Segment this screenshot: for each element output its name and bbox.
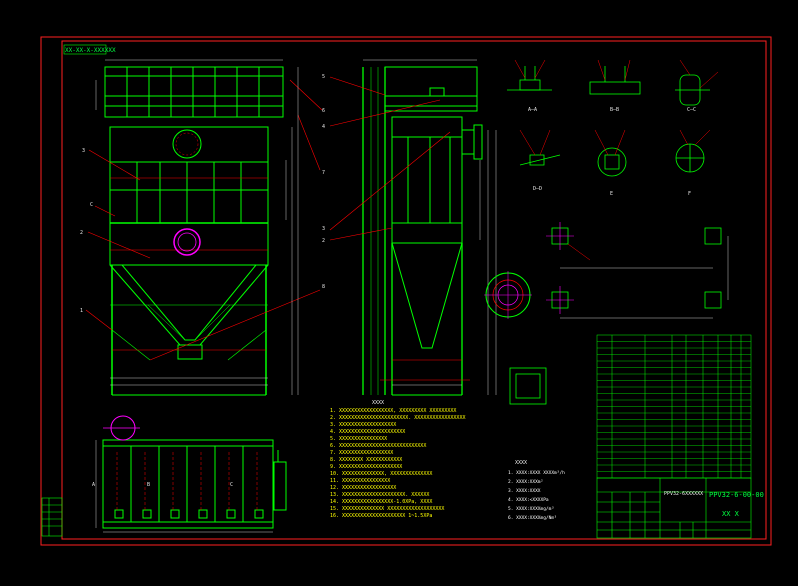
svg-text:5. XXXXXXXXXXXXXXXX: 5. XXXXXXXXXXXXXXXX [330, 436, 387, 442]
svg-text:C—C: C—C [687, 107, 696, 113]
front-dimensions [95, 59, 299, 395]
svg-text:4. XXXX:<XXXXPa: 4. XXXX:<XXXXPa [508, 497, 549, 503]
technical-notes: XXXX 1. XXXXXXXXXXXXXXXXXX, XXXXXXXXX XX… [330, 400, 465, 519]
svg-text:E: E [610, 191, 613, 197]
svg-text:C: C [90, 202, 93, 208]
svg-text:XXXX: XXXX [515, 460, 527, 466]
svg-text:16. XXXXXXXXXXXXXXXXXXXXX 1~1.: 16. XXXXXXXXXXXXXXXXXXXXX 1~1.5XPa [330, 513, 432, 519]
side-dimensions [363, 59, 497, 395]
svg-text:3: 3 [82, 148, 85, 154]
svg-text:5. XXXX:XXXXmg/m³: 5. XXXX:XXXXmg/m³ [508, 506, 554, 512]
svg-text:9. XXXXXXXXXXXXXXXXXXXXX: 9. XXXXXXXXXXXXXXXXXXXXX [330, 464, 402, 470]
svg-text:7. XXXXXXXXXXXXXXXXXX: 7. XXXXXXXXXXXXXXXXXX [330, 450, 393, 456]
svg-text:6. XXXXXXXXXXXXXXXXXXXXXXXXXXX: 6. XXXXXXXXXXXXXXXXXXXXXXXXXXXXX [330, 443, 426, 449]
inspection-port [172, 129, 202, 159]
square-detail [509, 367, 547, 405]
svg-text:6. XXXX:XXXXmg/Nm³: 6. XXXX:XXXXmg/Nm³ [508, 515, 557, 521]
svg-text:3. XXXXXXXXXXXXXXXXXXX: 3. XXXXXXXXXXXXXXXXXXX [330, 422, 396, 428]
svg-text:XXXX: XXXX [372, 400, 384, 406]
title-cn: XX X [722, 510, 740, 518]
inlet-port [173, 228, 201, 256]
svg-text:7: 7 [322, 170, 325, 176]
flange-detail [484, 271, 532, 319]
svg-text:12. XXXXXXXXXXXXXXXXXX: 12. XXXXXXXXXXXXXXXXXX [330, 485, 396, 491]
outer-frame [40, 36, 772, 546]
svg-text:A: A [92, 482, 95, 488]
plan-labels: A B C [92, 482, 233, 488]
svg-text:C: C [230, 482, 233, 488]
svg-text:10. XXXXXXXXXXXXXX, XXXXXXXXXX: 10. XXXXXXXXXXXXXX, XXXXXXXXXXXXXX [330, 471, 432, 477]
svg-text:5: 5 [322, 74, 325, 80]
svg-text:14. XXXXXXXXXXXXXXXXX-1.0XPa,: 14. XXXXXXXXXXXXXXXXX-1.0XPa, XXXX [330, 499, 432, 505]
section-labels: A—A B—B C—C D—D E F [528, 107, 696, 197]
front-leaders [85, 79, 323, 361]
drawing-number: PPV32-6-00-00 [709, 491, 764, 499]
svg-text:15. XXXXXXXXXXXXXX XXXXXXXXXXX: 15. XXXXXXXXXXXXXX XXXXXXXXXXXXXXXXXXX [330, 506, 444, 512]
header-label: XX-XX-X-XXXXXX [65, 47, 116, 54]
svg-text:3: 3 [322, 226, 325, 232]
plan-view [102, 439, 287, 529]
side-elevation [362, 66, 483, 396]
section-leaders [514, 59, 719, 156]
svg-text:A—A: A—A [528, 107, 537, 113]
side-leaders [329, 76, 470, 381]
svg-text:2: 2 [80, 230, 83, 236]
side-callouts: 5 4 3 2 [322, 74, 325, 244]
svg-text:1. XXXX:XXXX XXXXm³/h: 1. XXXX:XXXX XXXXm³/h [508, 470, 565, 476]
front-elevation [104, 66, 284, 396]
drawing-name: PPV32-6XXXXXX [664, 491, 703, 497]
svg-text:8: 8 [322, 284, 325, 290]
svg-text:11. XXXXXXXXXXXXXXXX: 11. XXXXXXXXXXXXXXXX [330, 478, 390, 484]
revision-stamp [41, 497, 63, 537]
svg-text:2. XXXXXXXXXXXXXXXXXXXXXXX. XX: 2. XXXXXXXXXXXXXXXXXXXXXXX. XXXXXXXXXXXX… [330, 415, 465, 421]
svg-text:6: 6 [322, 108, 325, 114]
svg-text:2. XXXX:XXXm²: 2. XXXX:XXXm² [508, 479, 543, 485]
svg-text:1. XXXXXXXXXXXXXXXXXX, XXXXXXX: 1. XXXXXXXXXXXXXXXXXX, XXXXXXXXX XXXXXXX… [330, 408, 456, 414]
svg-text:D—D: D—D [533, 186, 542, 192]
parts-list-rows [597, 341, 751, 472]
plan-dimensions [95, 440, 273, 533]
svg-text:4: 4 [322, 124, 325, 130]
svg-text:13. XXXXXXXXXXXXXXXXXXXXX. XXX: 13. XXXXXXXXXXXXXXXXXXXXX. XXXXXX [330, 492, 429, 498]
title-block [596, 477, 752, 539]
section-details [507, 66, 710, 177]
svg-text:B—B: B—B [610, 107, 619, 113]
performance-specs: XXXX 1. XXXX:XXXX XXXXm³/h 2. XXXX:XXXm²… [508, 460, 565, 521]
svg-text:3. XXXX:XXXX: 3. XXXX:XXXX [508, 488, 541, 494]
svg-text:F: F [688, 191, 691, 197]
svg-text:1: 1 [80, 308, 83, 314]
anchor-centers [546, 222, 574, 314]
inner-frame [61, 40, 767, 540]
svg-text:4. XXXXXXXXXXXXXXXXXXXXXX: 4. XXXXXXXXXXXXXXXXXXXXXX [330, 429, 405, 435]
front-callouts: 3 2 1 7 6 8 C [80, 108, 325, 314]
anchor-dimensions [560, 236, 729, 319]
svg-text:2: 2 [322, 238, 325, 244]
svg-text:B: B [147, 482, 150, 488]
svg-text:8. XXXXXXXX XXXXXXXXXXXX: 8. XXXXXXXX XXXXXXXXXXXX [330, 457, 402, 463]
